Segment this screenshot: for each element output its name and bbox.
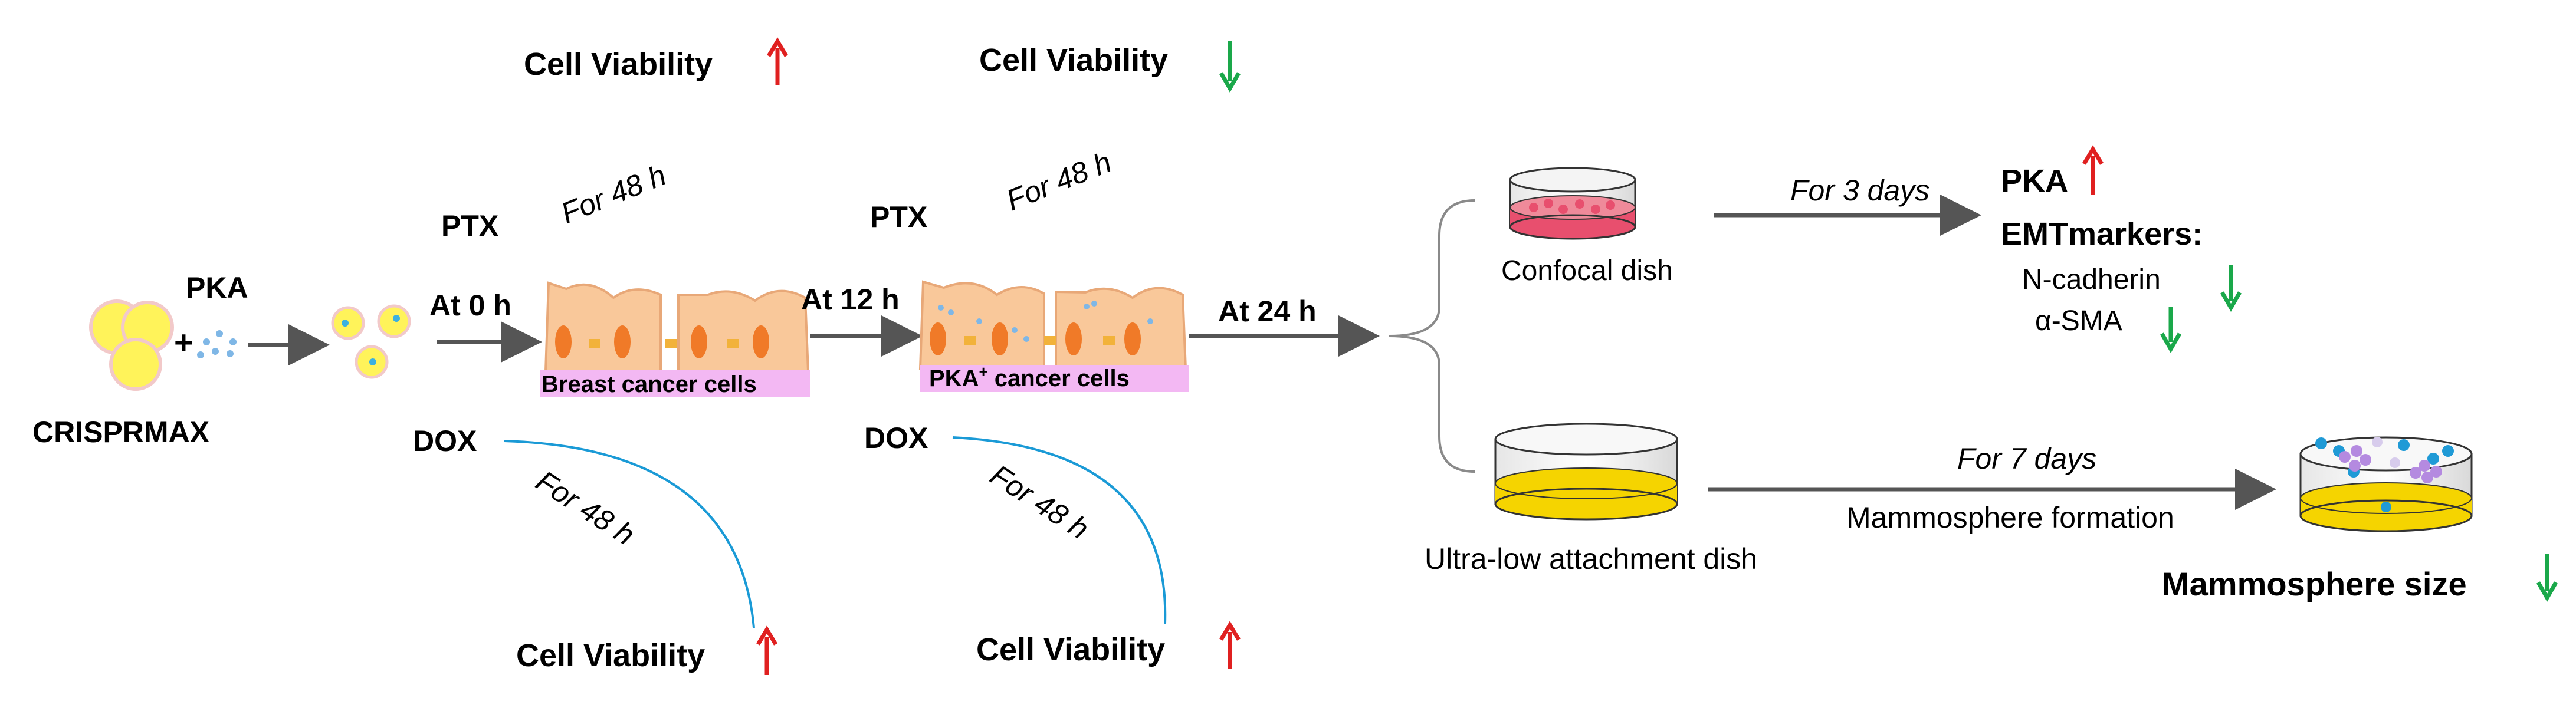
cell-viability-top-2: Cell Viability bbox=[979, 42, 1168, 78]
up-arrow-icon bbox=[756, 625, 778, 675]
loaded-liposomes bbox=[331, 304, 411, 379]
split-brace bbox=[1389, 199, 1475, 473]
up-arrow-icon bbox=[2082, 145, 2104, 195]
ultra-low-dish-label: Ultra-low attachment dish bbox=[1425, 542, 1757, 575]
dox-2-curve bbox=[952, 436, 1167, 624]
at-0h-label: At 0 h bbox=[429, 289, 511, 322]
for-48h-dox-2: For 48 h bbox=[985, 458, 1095, 545]
for-3-days-label: For 3 days bbox=[1790, 174, 1929, 207]
crisprmax-liposomes bbox=[89, 299, 174, 391]
for-48h-ptx-2: For 48 h bbox=[1002, 146, 1116, 218]
plus-sign: + bbox=[174, 324, 193, 361]
down-arrow-icon bbox=[2220, 265, 2242, 312]
n-cadherin-label: N-cadherin bbox=[2022, 264, 2161, 295]
pka-result-label: PKA bbox=[2001, 163, 2068, 199]
down-arrow-icon bbox=[2160, 307, 2182, 354]
breast-cancer-cells bbox=[544, 281, 810, 373]
crisprmax-label: CRISPRMAX bbox=[32, 416, 209, 449]
for-48h-ptx-1: For 48 h bbox=[556, 159, 671, 230]
pka-cells-band bbox=[920, 365, 1189, 392]
ptx-1-label: PTX bbox=[441, 209, 498, 242]
at-24h-label: At 24 h bbox=[1218, 295, 1317, 328]
for-7-days-label: For 7 days bbox=[1957, 442, 2096, 475]
emt-markers-label: EMTmarkers: bbox=[2001, 216, 2203, 252]
confocal-dish bbox=[1509, 167, 1636, 240]
ultra-low-attachment-dish bbox=[1494, 423, 1678, 521]
pka-cells-tail: cancer cells bbox=[988, 365, 1130, 391]
cell-viability-top-1: Cell Viability bbox=[524, 47, 713, 82]
up-arrow-icon bbox=[1219, 621, 1241, 669]
breast-cells-band bbox=[540, 370, 810, 397]
down-arrow-icon bbox=[1219, 41, 1241, 93]
for-48h-dox-1: For 48 h bbox=[530, 464, 641, 551]
dox-2-label: DOX bbox=[864, 421, 928, 455]
cell-viability-bottom-1: Cell Viability bbox=[516, 638, 705, 673]
breast-cells-label: Breast cancer cells bbox=[542, 371, 757, 397]
ptx-2-label: PTX bbox=[870, 200, 927, 233]
mammosphere-formation-label: Mammosphere formation bbox=[1846, 501, 2174, 534]
pka-label: PKA bbox=[186, 271, 248, 304]
pka-cancer-cells bbox=[918, 280, 1187, 370]
confocal-dish-label: Confocal dish bbox=[1501, 255, 1673, 287]
at-12h-label: At 12 h bbox=[801, 283, 900, 316]
pka-plasmid-dots bbox=[197, 330, 237, 358]
cell-viability-bottom-2: Cell Viability bbox=[976, 632, 1165, 667]
pka-cells-main: PKA bbox=[929, 365, 979, 391]
alpha-sma-label: α-SMA bbox=[2035, 305, 2122, 337]
dox-1-label: DOX bbox=[413, 424, 477, 457]
dox-1-curve bbox=[504, 440, 755, 628]
mammosphere-size-label: Mammosphere size bbox=[2162, 565, 2467, 602]
pka-cells-label: PKA+ cancer cells bbox=[929, 363, 1130, 391]
up-arrow-icon bbox=[766, 37, 789, 85]
down-arrow-icon bbox=[2536, 554, 2558, 602]
pka-cells-sup: + bbox=[979, 363, 987, 380]
mammosphere-dish bbox=[2299, 436, 2473, 532]
